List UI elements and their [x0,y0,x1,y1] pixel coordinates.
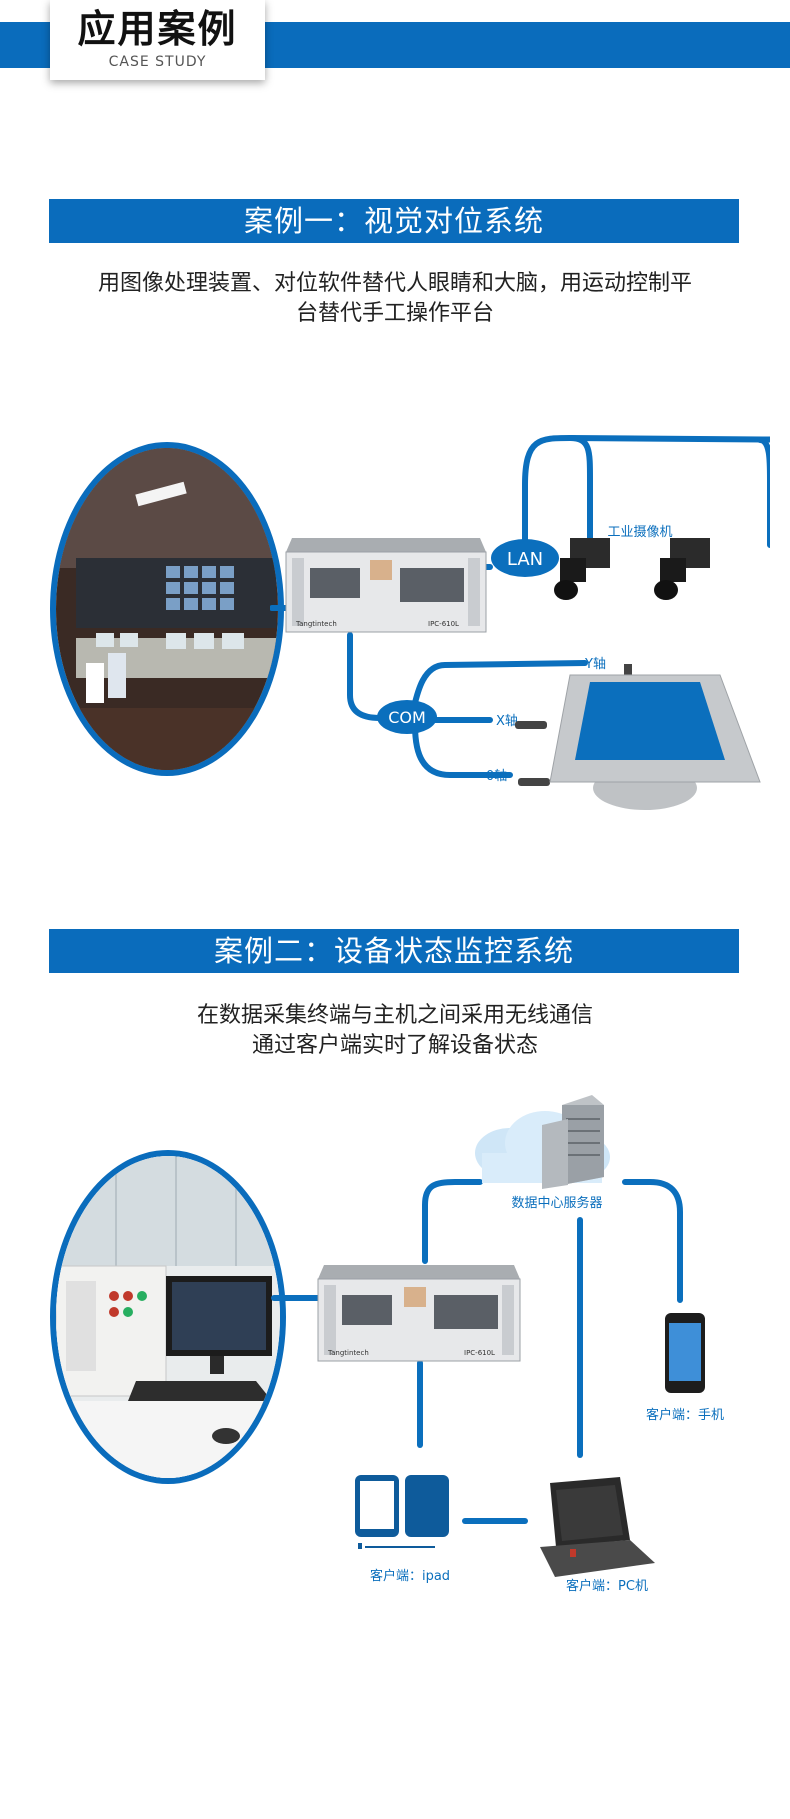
y-axis-motor [624,664,632,678]
svg-text:IPC-610L: IPC-610L [464,1349,495,1357]
com-label-pill [377,700,437,734]
header-title-card: 应用案例 CASE STUDY [50,0,265,80]
phone-label: 客户端：手机 [646,1407,724,1423]
cloud-server-icon [475,1095,610,1189]
theta-axis-motor [518,778,550,786]
alignment-platform [549,674,761,810]
laptop-icon [540,1477,655,1577]
case2-desc-line1: 在数据采集终端与主机之间采用无线通信 [196,1003,593,1028]
page-title: 应用案例 [77,7,238,51]
case2-diagram: 数据中心服务器 Tangtintech IPC-610L 客户端：手机 客户端：… [271,1095,724,1594]
case1-description: 用图像处理装置、对位软件替代人眼睛和大脑，用运动控制平 台替代手工操作平台 [40,269,750,329]
case2-desc-line2: 通过客户端实时了解设备状态 [251,1033,538,1058]
equipment-panel-photo [50,1150,286,1484]
page-subtitle: CASE STUDY [108,54,207,70]
control-room-photo [50,442,284,776]
com-label: COM [388,708,426,727]
svg-text:Tangtintech: Tangtintech [295,620,337,628]
ipad-icon [355,1475,449,1549]
case1-desc-line2: 台替代手工操作平台 [295,301,494,326]
ipc-unit-1: Tangtintech IPC-610L [285,538,487,633]
y-axis-label: Y轴 [584,657,606,672]
svg-text:IPC-610L: IPC-610L [428,620,459,628]
case1-title-bar: 案例一：视觉对位系统 [49,199,739,243]
svg-text:Tangtintech: Tangtintech [327,1349,369,1357]
lan-label: LAN [507,549,543,570]
x-axis-motor [515,721,547,729]
case1-desc-line1: 用图像处理装置、对位软件替代人眼睛和大脑，用运动控制平 [97,271,692,296]
lan-label-pill [491,539,559,577]
ipc-unit-2: Tangtintech IPC-610L [317,1265,521,1362]
case2-description: 在数据采集终端与主机之间采用无线通信 通过客户端实时了解设备状态 [40,1001,750,1061]
phone-icon [665,1313,705,1393]
ipad-label: 客户端：ipad [370,1568,450,1584]
industrial-camera-2 [654,538,710,600]
case2-title-bar: 案例二：设备状态监控系统 [49,929,739,973]
camera-label: 工业摄像机 [607,525,672,540]
industrial-camera-1 [554,538,610,600]
case1-diagram: Tangtintech IPC-610L LAN 工业摄像机 COM Y轴 X轴… [270,434,770,810]
server-label: 数据中心服务器 [511,1195,602,1211]
x-axis-label: X轴 [496,714,518,729]
pc-label: 客户端：PC机 [566,1578,648,1594]
theta-axis-label: 0轴 [486,769,507,784]
